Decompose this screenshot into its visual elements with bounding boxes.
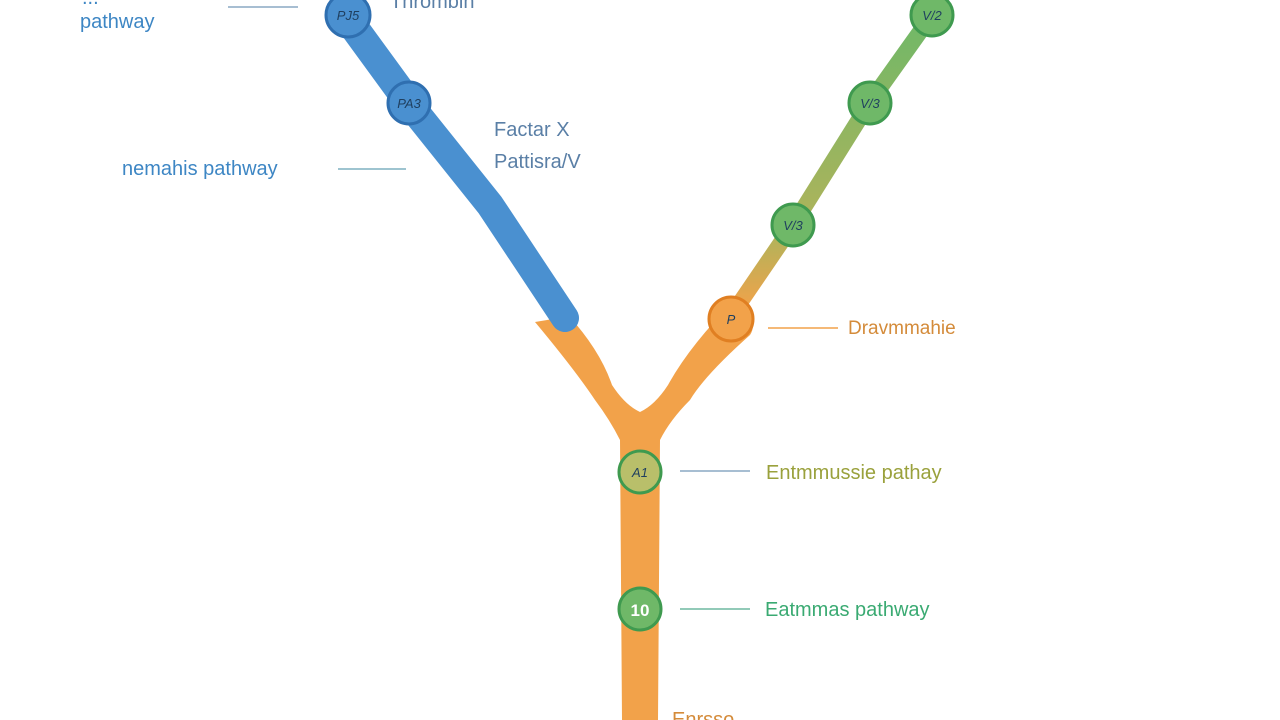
node-green-top-label: V/2 (922, 8, 942, 23)
top-center-label: Thrombin (390, 0, 475, 13)
node-green-mid-label: V/3 (860, 96, 880, 111)
node-blue-top: PJ5 (324, 0, 372, 39)
node-olive-center: A1 (617, 449, 663, 495)
node-olive-center-label: A1 (631, 465, 648, 480)
node-orange-join-label: P (727, 312, 736, 327)
node-blue-mid: PA3 (386, 80, 432, 126)
factor-x-label-line1: Factar X (494, 119, 570, 141)
node-blue-top-label: PJ5 (337, 8, 360, 23)
bottom-cut-label: Enrsso... (672, 709, 751, 720)
lower-pathway-label: Eatmmas pathway (765, 599, 930, 621)
node-green-mid: V/3 (847, 80, 893, 126)
left-pathway-label: nemahis pathway (122, 158, 278, 180)
green-branch (727, 7, 940, 318)
node-orange-join: P (707, 295, 755, 343)
node-green-low: V/3 (770, 202, 816, 248)
middle-pathway-label: Entmmussie pathay (766, 462, 942, 484)
node-green-bottom: 10 (617, 586, 663, 632)
node-green-bottom-label: 10 (631, 601, 650, 620)
top-left-cut-label: ... (82, 0, 99, 10)
node-green-top: V/2 (909, 0, 955, 38)
top-left-pathway-label: pathway (80, 11, 155, 33)
factor-x-label-line2: Pattisra/V (494, 151, 581, 173)
right-orange-label: Dravmmahie (848, 318, 956, 339)
node-green-low-label: V/3 (783, 218, 803, 233)
orange-merge-branch (535, 300, 753, 720)
node-blue-mid-label: PA3 (397, 96, 421, 111)
